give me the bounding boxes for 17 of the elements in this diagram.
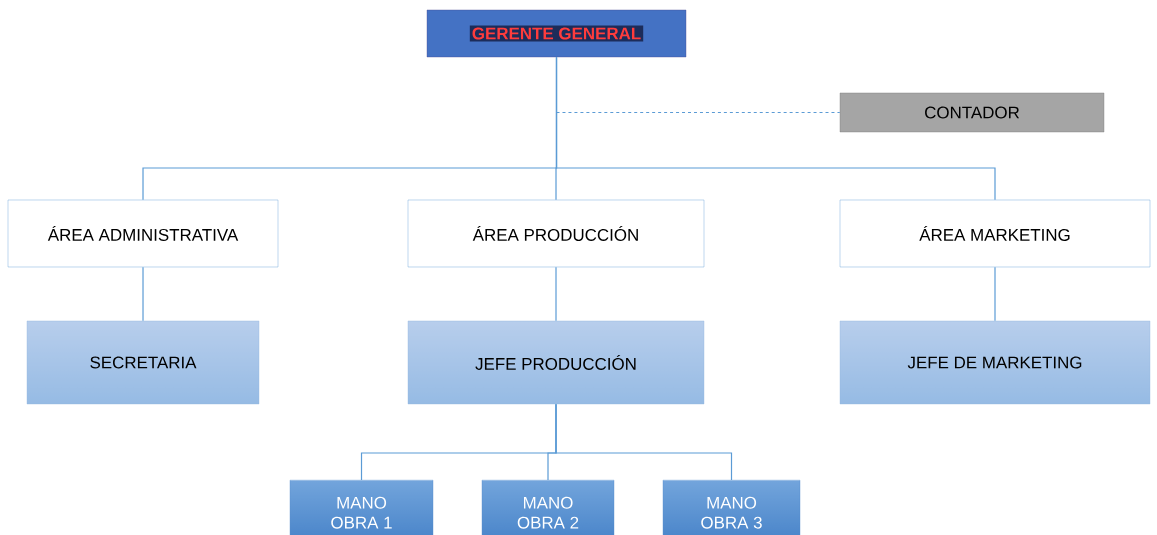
role-box: SECRETARIA (26, 320, 260, 405)
connector-line (555, 56, 996, 201)
connector-line (555, 266, 557, 322)
connector-line (555, 111, 841, 114)
connector-line (142, 266, 144, 322)
title-box: GERENTE GENERAL (426, 9, 687, 58)
worker-box: MANO OBRA 3 (662, 480, 801, 535)
department-box: ÁREA ADMINISTRATIVA (7, 199, 279, 268)
department-box: ÁREA MARKETING (839, 199, 1151, 268)
worker-box: MANO OBRA 2 (481, 480, 615, 535)
role-box: JEFE DE MARKETING (839, 320, 1151, 405)
department-box: ÁREA PRODUCCIÓN (407, 199, 705, 268)
role-box: JEFE PRODUCCIÓN (407, 320, 705, 405)
role-box: CONTADOR (839, 92, 1105, 133)
connector-line (994, 266, 996, 322)
connector-line (555, 403, 733, 481)
worker-box: MANO OBRA 1 (289, 480, 434, 535)
